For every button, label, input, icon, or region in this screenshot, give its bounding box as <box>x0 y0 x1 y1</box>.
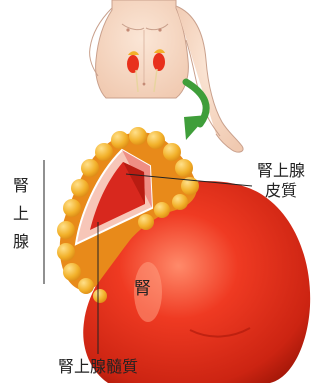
small-kidney-left <box>127 55 139 73</box>
label-adrenal-gland-char3: 腺 <box>10 228 32 256</box>
label-adrenal-gland-char1: 腎 <box>10 172 32 200</box>
label-adrenal-gland-char2: 上 <box>10 200 32 228</box>
label-adrenal-cortex-line2: 皮質 <box>255 181 307 201</box>
label-adrenal-cortex-line1: 腎上腺 <box>255 161 307 181</box>
label-adrenal-gland: 腎 上 腺 <box>10 172 32 256</box>
torso-figure <box>90 0 243 152</box>
label-kidney: 腎 <box>134 279 151 299</box>
small-kidney-right <box>153 53 165 71</box>
label-adrenal-cortex: 腎上腺 皮質 <box>255 161 307 201</box>
label-adrenal-medulla: 腎上腺髓質 <box>58 357 138 377</box>
